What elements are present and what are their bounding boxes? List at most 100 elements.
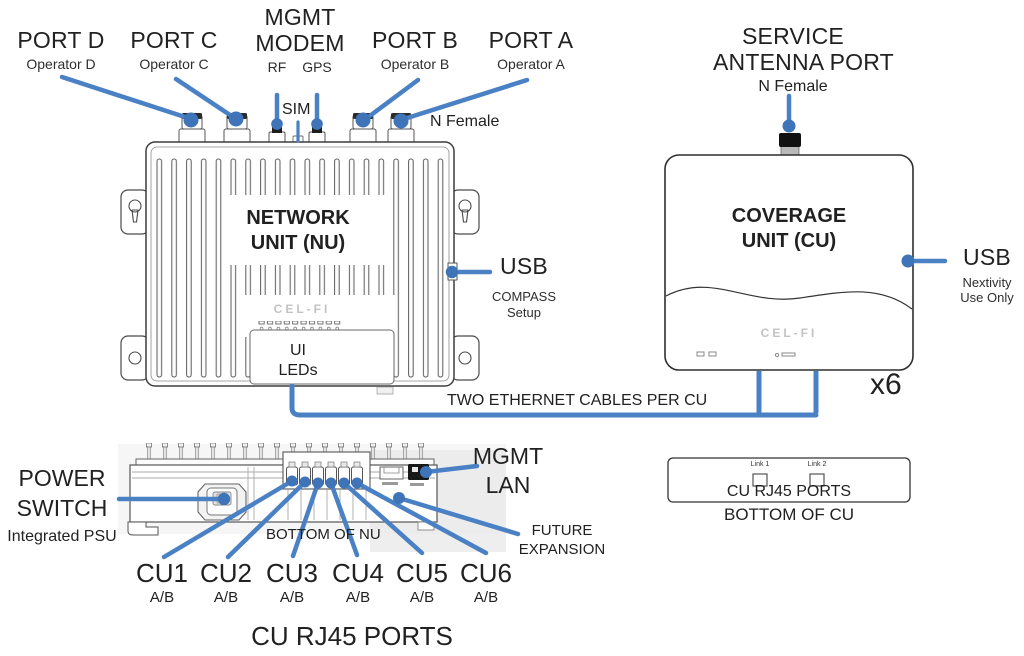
cu-usb-label: USB xyxy=(963,244,1011,270)
port-d-dot xyxy=(183,112,199,128)
cu-n-female-label: N Female xyxy=(758,78,828,95)
cu3-sublabel: A/B xyxy=(279,589,305,606)
nu-top-view-illustration xyxy=(120,113,480,395)
cu1-label: CU1 xyxy=(135,558,188,588)
cu-link1-port xyxy=(752,473,768,487)
cu5-sublabel: A/B xyxy=(409,589,435,606)
port-a-sublabel: Operator A xyxy=(497,56,565,72)
cu-bottom-rj45-label: CU RJ45 PORTS xyxy=(726,483,852,500)
port-c-dot xyxy=(228,111,244,127)
bottom-of-cu-caption: BOTTOM OF CU xyxy=(723,505,854,524)
nu-usb-dot xyxy=(445,265,459,279)
callout-lines xyxy=(59,74,948,560)
rf-dot xyxy=(271,118,283,130)
cu-antenna-connector xyxy=(779,133,801,147)
cu-usb-sublabel1: Nextivity xyxy=(962,275,1012,290)
cu-rj45-ports-title: CU RJ45 PORTS xyxy=(251,621,453,651)
mgmt-lan-callout-line xyxy=(423,463,480,475)
port-a-dot xyxy=(393,113,409,129)
cu2-dot xyxy=(299,476,311,488)
mgmt-modem-label-line1: MGMT xyxy=(264,4,336,30)
future-expansion-label-line1: FUTURE xyxy=(531,522,593,539)
cu2-sublabel: A/B xyxy=(213,589,239,606)
port-c-callout-line xyxy=(173,76,236,120)
nu-ui-leds-line2: LEDs xyxy=(278,362,318,379)
power-switch-sublabel: Integrated PSU xyxy=(7,528,117,545)
cu-wave-line xyxy=(665,286,913,310)
cu6-label: CU6 xyxy=(459,558,512,588)
nu-usb-sublabel2: Setup xyxy=(507,305,541,320)
cu-usb-dot xyxy=(901,254,915,268)
port-b-dot xyxy=(355,112,371,128)
future-expansion-port xyxy=(379,466,404,485)
cu6-sublabel: A/B xyxy=(473,589,499,606)
cu2-callout-line xyxy=(225,479,308,560)
service-antenna-label-line1: SERVICE xyxy=(742,23,844,49)
power-switch-label-line1: POWER xyxy=(18,465,106,491)
nu-celfi-logo: CEL-FI xyxy=(273,302,331,316)
cu4-sublabel: A/B xyxy=(345,589,371,606)
nu-usb-label: USB xyxy=(500,253,548,279)
mgmt-lan-label-line2: LAN xyxy=(485,472,531,498)
cu-link2-label: Link 2 xyxy=(807,461,827,468)
port-a-callout-line xyxy=(401,77,530,122)
cu-name-line1: COVERAGE xyxy=(731,205,847,227)
future-expansion-callout-line xyxy=(396,495,521,537)
rf-label: RF xyxy=(267,59,287,75)
nu-n-female-label: N Female xyxy=(430,113,500,130)
power-switch-dot xyxy=(217,492,231,506)
service-antenna-label-line2: ANTENNA PORT xyxy=(713,49,894,75)
nu-usb-sublabel1: COMPASS xyxy=(491,289,557,304)
port-d-callout-line xyxy=(59,74,191,121)
gps-label: GPS xyxy=(302,59,332,75)
cu-bottom-marks xyxy=(696,351,796,358)
cu5-callout-line xyxy=(341,480,425,556)
cu-celfi-logo: CEL-FI xyxy=(760,326,818,340)
cu3-dot xyxy=(312,477,324,489)
nu-led-strip xyxy=(258,321,342,333)
nu-ui-leds-line1: UI xyxy=(290,342,306,359)
port-c-label: PORT C xyxy=(130,27,218,53)
cu-name-line2: UNIT (CU) xyxy=(741,230,837,252)
cu3-callout-line xyxy=(290,480,321,559)
port-d-sublabel: Operator D xyxy=(26,56,96,72)
ethernet-cables-label: TWO ETHERNET CABLES PER CU xyxy=(447,392,708,409)
cu3-label: CU3 xyxy=(265,558,318,588)
future-expansion-label-line2: EXPANSION xyxy=(518,541,606,558)
cu1-sublabel: A/B xyxy=(149,589,175,606)
cu-multiplier-label: x6 xyxy=(870,368,902,401)
cu6-callout-line xyxy=(354,480,489,556)
cu-link2-port xyxy=(809,473,825,487)
cu5-dot xyxy=(338,477,350,489)
sim-label: SIM xyxy=(282,101,311,118)
port-b-callout-line xyxy=(364,77,421,121)
gps-dot xyxy=(311,118,323,130)
nu-name-line2: UNIT (NU) xyxy=(250,232,346,254)
cu1-callout-line xyxy=(161,478,295,560)
cu5-label: CU5 xyxy=(395,558,448,588)
cu2-label: CU2 xyxy=(199,558,252,588)
port-b-sublabel: Operator B xyxy=(380,56,450,72)
cu6-dot xyxy=(351,477,363,489)
port-d-label: PORT D xyxy=(17,27,105,53)
port-c-sublabel: Operator C xyxy=(139,56,209,72)
power-switch-label-line2: SWITCH xyxy=(16,495,108,521)
mgmt-lan-label-line1: MGMT xyxy=(472,443,544,469)
cu4-dot xyxy=(325,477,337,489)
future-expansion-dot xyxy=(393,492,405,504)
mgmt-modem-label-line2: MODEM xyxy=(255,30,345,56)
mgmt-lan-dot xyxy=(420,466,432,478)
callout-dots xyxy=(183,111,915,506)
nu-name-line1: NETWORK xyxy=(246,207,350,229)
cu4-label: CU4 xyxy=(331,558,384,588)
cu-bottom-view-illustration xyxy=(667,457,911,503)
port-a-label: PORT A xyxy=(488,27,574,53)
cu4-callout-line xyxy=(328,480,360,558)
bottom-of-nu-caption: BOTTOM OF NU xyxy=(266,526,381,543)
service-antenna-dot xyxy=(782,119,796,133)
port-b-label: PORT B xyxy=(372,27,458,53)
cu1-dot xyxy=(286,475,298,487)
cu-link1-label: Link 1 xyxy=(750,461,770,468)
